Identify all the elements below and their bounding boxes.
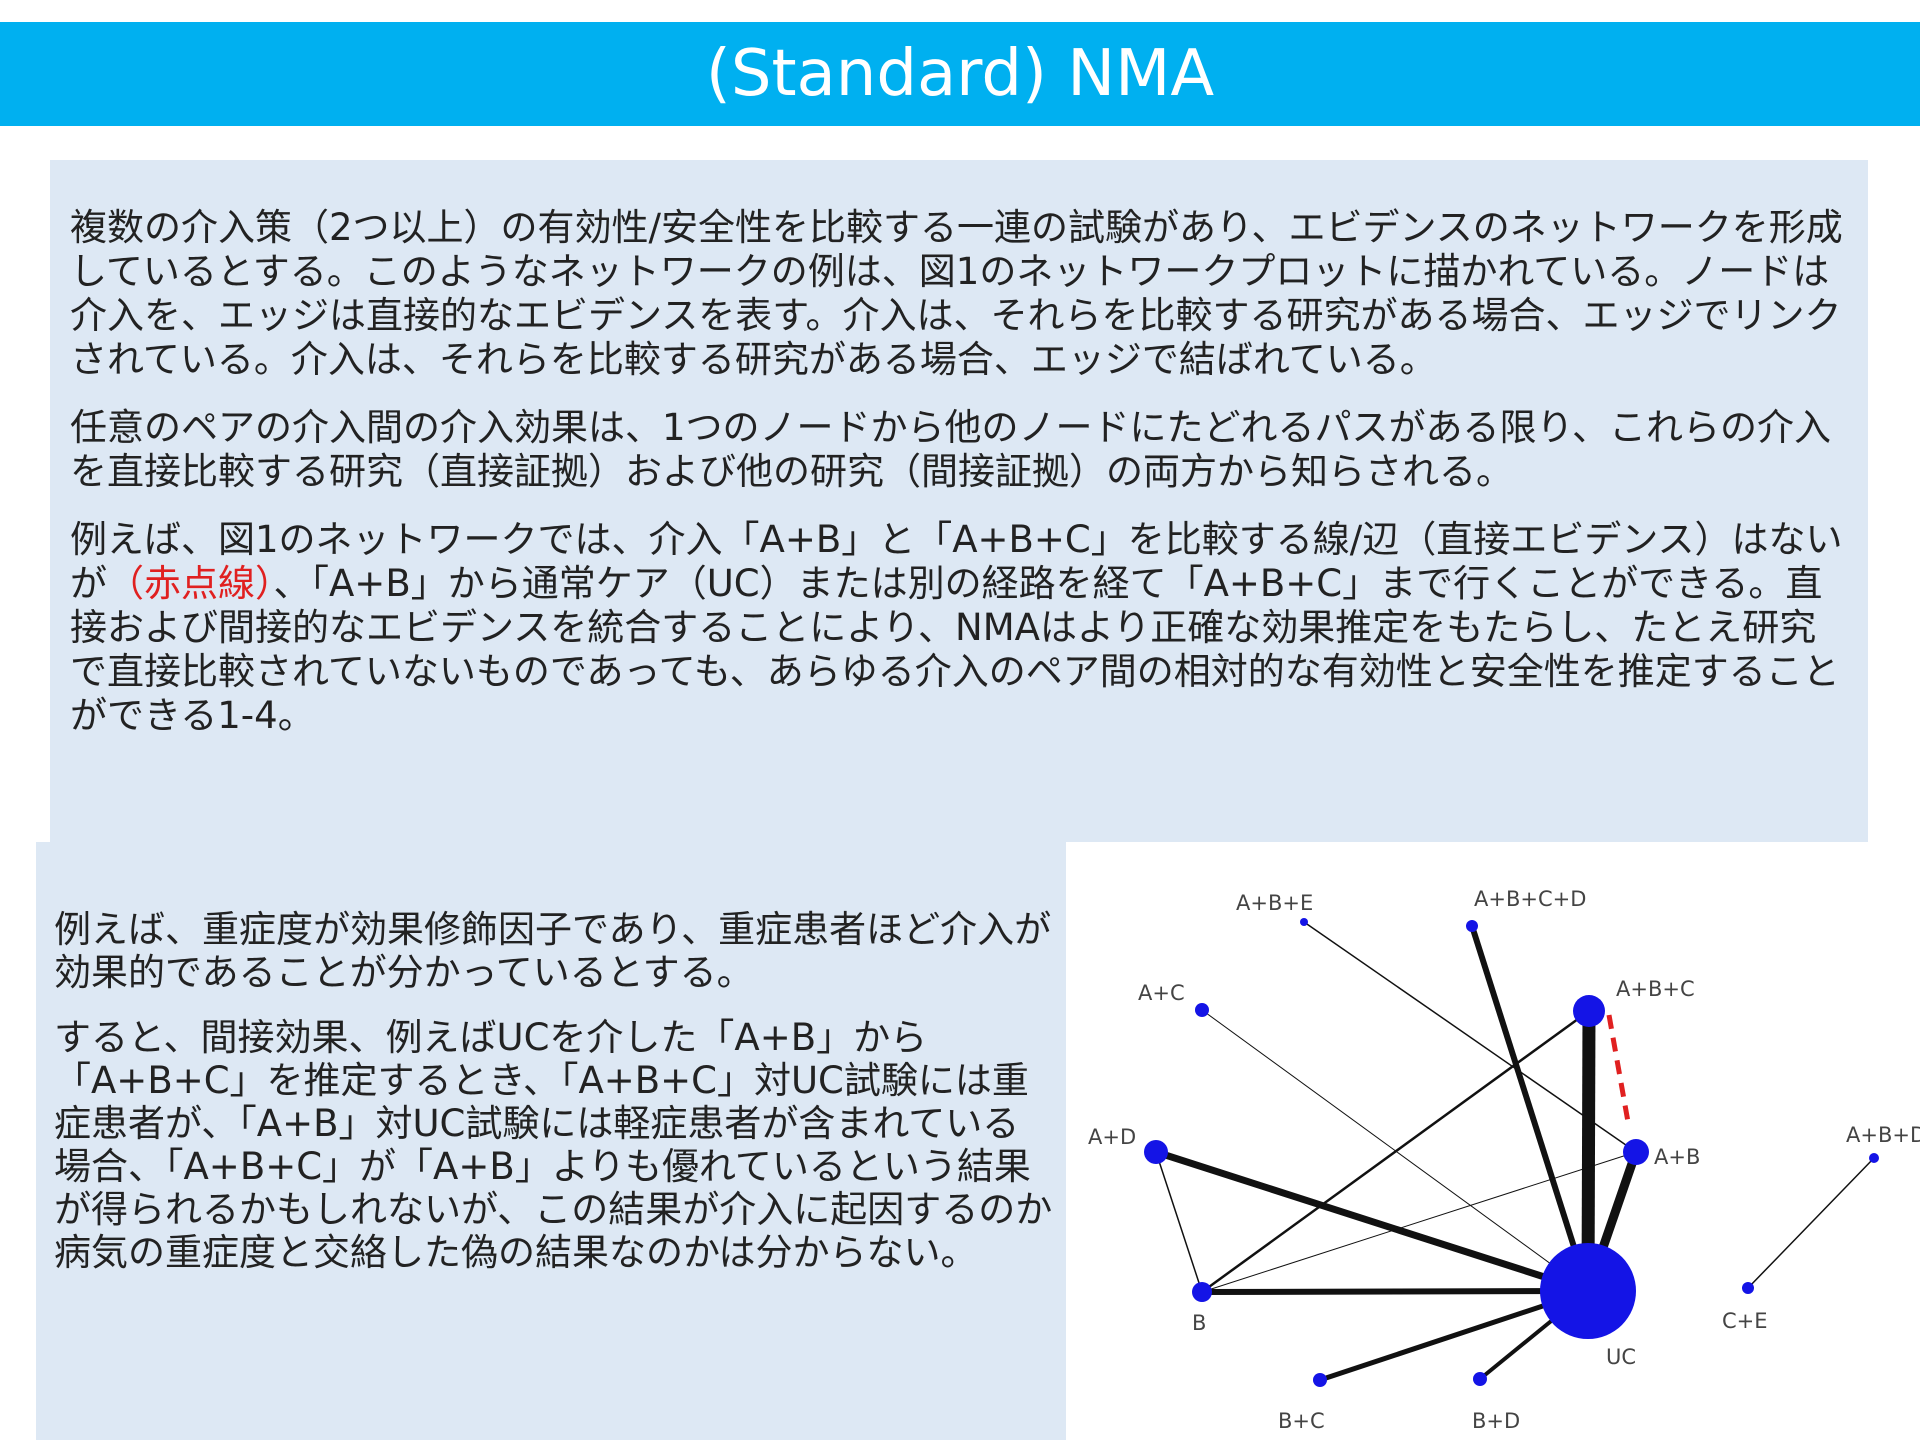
slide-title: (Standard) NMA [705, 37, 1215, 111]
node-label-AC: A+C [1138, 981, 1185, 1005]
edge-AD-B [1155, 1151, 1203, 1293]
top-text-body: 複数の介入策（2つ以上）の有効性/安全性を比較する一連の試験があり、エビデンスの… [70, 206, 1850, 762]
node-label-ABE: A+B+E [1236, 891, 1313, 915]
top-text-panel: 複数の介入策（2つ以上）の有効性/安全性を比較する一連の試験があり、エビデンスの… [50, 160, 1868, 842]
bottom-text-body: 例えば、重症度が効果修飾因子であり、重症患者ほど介入が効果的であることが分かって… [54, 908, 1054, 1296]
network-missing-edges [1606, 1014, 1631, 1123]
top-paragraph-3: 例えば、図1のネットワークでは、介入「A+B」と「A+B+C」を比較する線/辺（… [70, 518, 1850, 738]
network-plot: A+B+E A+B+C+D A+C A+B+C A+D A+B A+B+D B UC C+E B+C… [1066, 842, 1920, 1440]
red-dotted-line-note: （赤点線） [107, 562, 274, 605]
network-plot-svg: A+B+E A+B+C+D A+C A+B+C A+D A+B A+B+D B UC C+E B+C… [1088, 887, 1920, 1433]
node-label-BD: B+D [1472, 1409, 1520, 1433]
title-bar: (Standard) NMA [0, 22, 1920, 126]
node-label-B: B [1192, 1311, 1206, 1335]
top-paragraph-3-start: 例えば、図1のネットワークでは、介入「A+B」と「A+B+C」を比較する線/辺（… [70, 518, 1843, 605]
top-paragraph-3-end: 、「A+B」から通常ケア（UC）または別の経路を経て「A+B+C」まで行くことが… [70, 562, 1840, 737]
bottom-paragraph-2: すると、間接効果、例えばUCを介した「A+B」から「A+B+C」を推定するとき、… [54, 1016, 1053, 1274]
node-CE [1742, 1282, 1754, 1294]
node-label-CE: C+E [1722, 1309, 1768, 1333]
network-nodes [1144, 918, 1879, 1387]
node-label-BC: B+C [1278, 1409, 1325, 1433]
node-ABD [1869, 1153, 1879, 1163]
node-label-AD: A+D [1088, 1125, 1136, 1149]
node-label-ABC: A+B+C [1616, 977, 1695, 1001]
edge-ABD-CE [1747, 1157, 1875, 1289]
node-label-ABD: A+B+D [1846, 1123, 1920, 1147]
node-AB [1623, 1139, 1649, 1165]
node-AD [1144, 1140, 1168, 1164]
edge-ABC-B [1201, 1009, 1590, 1294]
bottom-paragraph-1: 例えば、重症度が効果修飾因子であり、重症患者ほど介入が効果的であることが分かって… [54, 908, 1052, 994]
node-label-ABCD: A+B+C+D [1474, 887, 1586, 911]
edge-AD-UC [1154, 1148, 1590, 1295]
network-labels: A+B+E A+B+C+D A+C A+B+C A+D A+B A+B+D B UC C+E B+C… [1088, 887, 1920, 1433]
node-BC [1313, 1373, 1327, 1387]
node-ABCD [1466, 920, 1478, 932]
node-B [1192, 1282, 1212, 1302]
node-label-AB: A+B [1654, 1145, 1700, 1169]
node-label-UC: UC [1606, 1345, 1636, 1369]
top-paragraph-2: 任意のペアの介入間の介入効果は、1つのノードから他のノードにたどれるパスがある限… [70, 406, 1832, 493]
top-paragraph-1: 複数の介入策（2つ以上）の有効性/安全性を比較する一連の試験があり、エビデンスの… [70, 206, 1843, 381]
node-AC [1195, 1003, 1209, 1017]
node-BD [1473, 1372, 1487, 1386]
edge-ABCD-UC [1469, 925, 1591, 1292]
edge-B-UC [1201, 1288, 1589, 1295]
edge-ABE-AB [1303, 921, 1637, 1153]
node-ABC [1573, 995, 1605, 1027]
edge-AB-B [1201, 1151, 1637, 1293]
bottom-text-panel: 例えば、重症度が効果修飾因子であり、重症患者ほど介入が効果的であることが分かって… [36, 842, 1066, 1440]
missing-edge-red-dashed [1606, 1014, 1631, 1123]
node-UC [1540, 1243, 1636, 1339]
node-ABE [1300, 918, 1308, 926]
